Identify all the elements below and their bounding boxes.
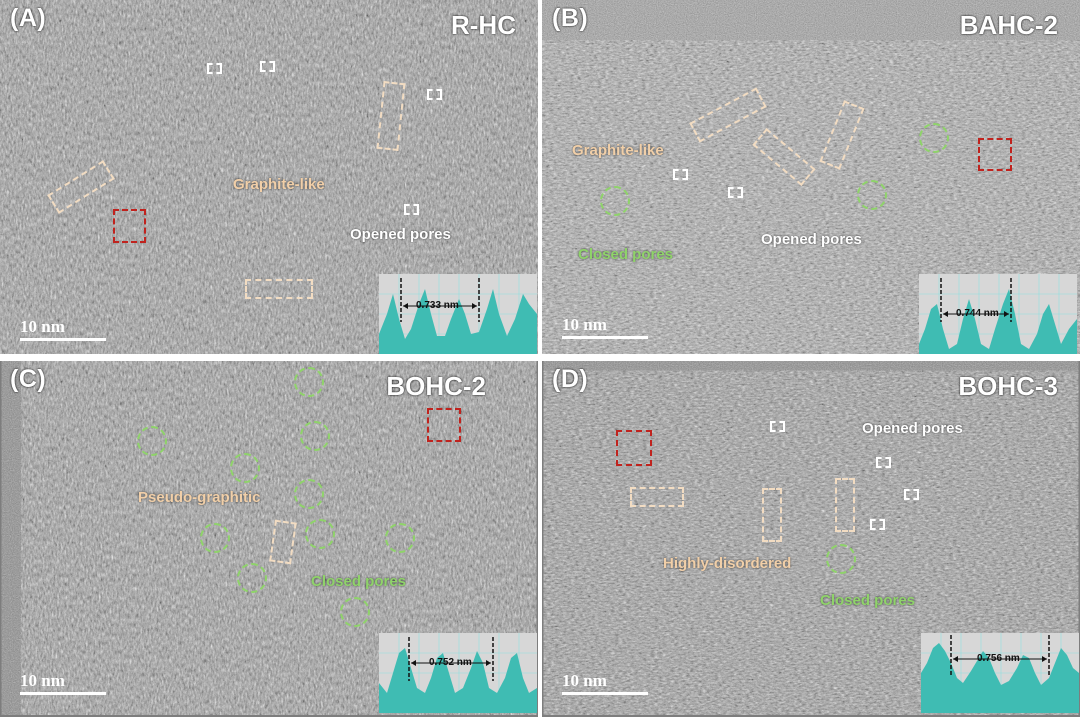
closed-pore-marker xyxy=(294,479,324,509)
opened-pore-marker xyxy=(728,187,743,198)
pseudo-graphitic-annotation: Pseudo-graphitic xyxy=(138,489,261,506)
scale-bar: 10 nm xyxy=(562,672,648,695)
closed-pore-marker xyxy=(826,544,856,574)
intensity-profile-inset: 0.752 nm xyxy=(379,633,537,713)
panel-b: (B) BAHC-2 Graphite-like Closed pores Op… xyxy=(542,0,1080,354)
panel-a-micrograph xyxy=(0,0,538,354)
closed-pores-annotation: Closed pores xyxy=(820,592,916,609)
scale-bar: 10 nm xyxy=(20,672,106,695)
opened-pore-marker xyxy=(207,63,222,74)
scale-bar-label: 10 nm xyxy=(20,671,65,690)
selected-region-box xyxy=(113,209,146,243)
closed-pore-marker xyxy=(137,426,167,456)
closed-pore-marker xyxy=(385,523,415,553)
opened-pore-marker xyxy=(427,89,442,100)
closed-pore-marker xyxy=(294,367,324,397)
scale-bar-line xyxy=(20,338,106,341)
closed-pore-marker xyxy=(857,180,887,210)
panel-label: (C) xyxy=(10,365,47,393)
opened-pores-annotation: Opened pores xyxy=(761,231,862,248)
closed-pore-marker xyxy=(600,186,630,216)
d-spacing-label: 0.752 nm xyxy=(429,657,472,668)
scale-bar-label: 10 nm xyxy=(562,671,607,690)
closed-pores-annotation: Closed pores xyxy=(311,573,407,590)
scale-bar: 10 nm xyxy=(20,318,106,341)
graphite-region-box xyxy=(245,279,313,299)
disordered-region-box xyxy=(762,488,782,542)
intensity-profile-inset: 0.744 nm xyxy=(919,274,1077,354)
closed-pore-marker xyxy=(300,421,330,451)
selected-region-box xyxy=(616,430,652,466)
opened-pore-marker xyxy=(260,61,275,72)
scale-bar: 10 nm xyxy=(562,316,648,339)
sample-name: BOHC-3 xyxy=(958,371,1058,401)
panel-a: (A) R-HC Graphite-like Opened pores 10 n… xyxy=(0,0,538,354)
scale-bar-line xyxy=(562,336,648,339)
d-spacing-label: 0.733 nm xyxy=(416,300,459,311)
panel-b-micrograph xyxy=(542,0,1080,354)
sample-name: R-HC xyxy=(451,10,516,40)
panel-label: (D) xyxy=(552,365,589,393)
graphite-like-annotation: Graphite-like xyxy=(233,176,325,193)
opened-pores-annotation: Opened pores xyxy=(350,226,451,243)
closed-pores-annotation: Closed pores xyxy=(578,246,674,263)
closed-pore-marker xyxy=(230,453,260,483)
intensity-profile-inset: 0.733 nm xyxy=(379,274,537,354)
disordered-region-box xyxy=(630,487,684,507)
opened-pore-marker xyxy=(870,519,885,530)
opened-pore-marker xyxy=(673,169,688,180)
panel-label: (A) xyxy=(10,4,47,32)
closed-pore-marker xyxy=(305,519,335,549)
sample-name: BOHC-2 xyxy=(386,371,486,401)
opened-pore-marker xyxy=(876,457,891,468)
d-spacing-label: 0.756 nm xyxy=(977,653,1020,664)
intensity-profile-inset: 0.756 nm xyxy=(921,633,1079,713)
disordered-region-box xyxy=(835,478,855,532)
opened-pores-annotation: Opened pores xyxy=(862,420,963,437)
opened-pore-marker xyxy=(904,489,919,500)
scale-bar-line xyxy=(562,692,648,695)
closed-pore-marker xyxy=(340,597,370,627)
panel-c: (C) BOHC-2 Pseudo-graphitic Closed pores… xyxy=(0,361,538,717)
closed-pore-marker xyxy=(919,123,949,153)
opened-pore-marker xyxy=(404,204,419,215)
graphite-like-annotation: Graphite-like xyxy=(572,142,664,159)
selected-region-box xyxy=(978,138,1012,171)
d-spacing-label: 0.744 nm xyxy=(956,308,999,319)
highly-disordered-annotation: Highly-disordered xyxy=(663,555,792,572)
panel-label: (B) xyxy=(552,4,589,32)
opened-pore-marker xyxy=(770,421,785,432)
selected-region-box xyxy=(427,408,461,442)
sample-name: BAHC-2 xyxy=(959,10,1058,40)
panel-d: (D) BOHC-3 Opened pores Highly-disordere… xyxy=(542,361,1080,717)
scale-bar-label: 10 nm xyxy=(562,315,607,334)
closed-pore-marker xyxy=(237,563,267,593)
closed-pore-marker xyxy=(200,523,230,553)
scale-bar-line xyxy=(20,692,106,695)
scale-bar-label: 10 nm xyxy=(20,317,65,336)
